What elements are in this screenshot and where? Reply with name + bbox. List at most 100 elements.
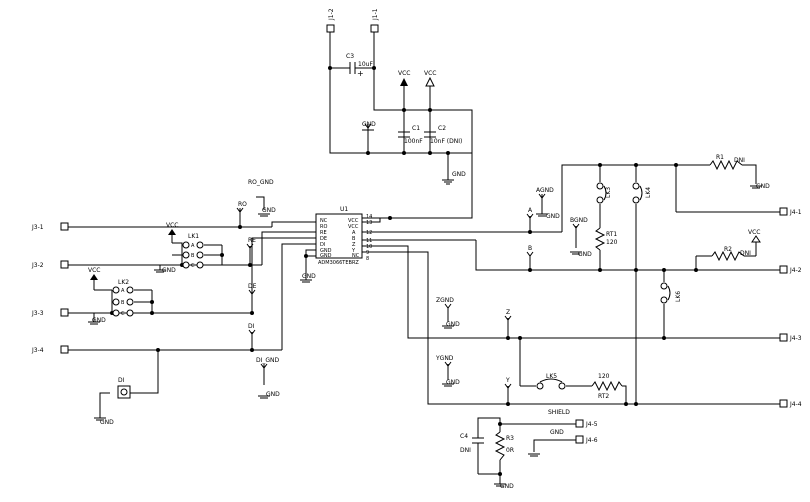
- ic-u1: U1 ADM3066TEBRZ NC RO RE DE DI GND GND V…: [315, 206, 372, 266]
- link-lk2: LK2 A B C: [112, 279, 134, 317]
- resistor-rt2: 120 RT2: [591, 373, 623, 400]
- svg-text:VCC: VCC: [348, 224, 359, 230]
- svg-text:AGND: AGND: [536, 187, 554, 194]
- svg-text:8: 8: [366, 256, 369, 262]
- svg-text:GND: GND: [756, 183, 770, 190]
- svg-text:VCC: VCC: [398, 70, 410, 77]
- wires: [68, 32, 780, 484]
- svg-text:10uF: 10uF: [358, 61, 373, 68]
- resistor-rt1: RT1 120: [594, 227, 618, 251]
- svg-text:A: A: [121, 288, 125, 294]
- svg-text:Z: Z: [506, 309, 510, 316]
- svg-text:+: +: [357, 69, 364, 78]
- svg-text:DE: DE: [320, 236, 327, 242]
- svg-text:100nF: 100nF: [404, 138, 423, 145]
- svg-text:GND: GND: [92, 317, 106, 324]
- label-j3-1: J3-1: [31, 224, 44, 231]
- svg-text:GND: GND: [266, 391, 280, 398]
- capacitor-c3: C3 10uF +: [344, 53, 373, 78]
- svg-text:LK2: LK2: [118, 279, 129, 286]
- svg-text:YGND: YGND: [435, 355, 454, 362]
- label-j4-6: J4-6: [585, 437, 598, 444]
- label-j4-2: J4-2: [789, 267, 802, 274]
- label-j4-3: J4-3: [789, 335, 802, 342]
- svg-text:GND: GND: [302, 273, 316, 280]
- svg-text:C: C: [191, 263, 195, 269]
- label-j3-4: J3-4: [31, 347, 44, 354]
- svg-text:RO: RO: [320, 224, 327, 230]
- svg-text:LK3: LK3: [605, 187, 612, 198]
- svg-text:GND: GND: [162, 267, 176, 274]
- svg-text:R3: R3: [506, 435, 514, 442]
- svg-text:C1: C1: [412, 125, 420, 132]
- svg-text:DI: DI: [248, 323, 255, 330]
- svg-text:DNI: DNI: [734, 157, 745, 164]
- label-j1-2: J1-2: [328, 8, 335, 21]
- svg-text:10nF (DNI): 10nF (DNI): [430, 138, 462, 145]
- label-j4-5: J4-5: [585, 421, 598, 428]
- svg-text:GND: GND: [320, 253, 332, 259]
- link-lk6: LK6: [660, 282, 682, 304]
- svg-text:10: 10: [366, 244, 372, 250]
- svg-text:Z: Z: [352, 242, 356, 248]
- svg-text:Y: Y: [351, 248, 356, 254]
- label-j4-1: J4-1: [789, 209, 802, 216]
- connector-labels: J1-2 J1-1 J3-1 J3-2 J3-3 J3-4 J4-1 J4-2 …: [31, 8, 802, 444]
- svg-text:R1: R1: [716, 154, 724, 161]
- resistor-r3: R3 0R: [494, 431, 514, 461]
- svg-text:RE: RE: [320, 230, 327, 236]
- svg-text:C4: C4: [460, 433, 468, 440]
- svg-text:B: B: [121, 300, 125, 306]
- svg-text:DNI: DNI: [740, 250, 751, 257]
- svg-text:VCC: VCC: [88, 267, 100, 274]
- label-j1-1: J1-1: [372, 8, 379, 21]
- svg-text:A: A: [528, 207, 533, 214]
- gnd-symbols: GND GND GND GND GND GND GND GND GND GND …: [88, 121, 770, 490]
- svg-text:ZGND: ZGND: [436, 297, 454, 304]
- svg-text:R2: R2: [724, 246, 732, 253]
- svg-text:GND: GND: [578, 251, 592, 258]
- svg-text:LK5: LK5: [546, 373, 557, 380]
- svg-text:9: 9: [366, 250, 369, 256]
- svg-text:NC: NC: [352, 253, 360, 259]
- label-j3-2: J3-2: [31, 262, 44, 269]
- svg-text:LK1: LK1: [188, 233, 199, 240]
- capacitor-c1: C1 100nF: [398, 110, 423, 153]
- svg-text:0R: 0R: [506, 447, 514, 454]
- capacitor-c2: C2 10nF (DNI): [424, 110, 462, 153]
- svg-text:13: 13: [366, 220, 372, 226]
- svg-text:GND: GND: [446, 379, 460, 386]
- svg-text:RT2: RT2: [598, 393, 609, 400]
- svg-text:DI: DI: [320, 242, 325, 248]
- svg-text:A: A: [191, 243, 195, 249]
- connector-pads: [60, 24, 788, 444]
- svg-text:A: A: [352, 230, 356, 236]
- svg-text:C: C: [121, 311, 125, 317]
- svg-text:NC: NC: [320, 218, 328, 224]
- link-lk3: LK3: [596, 182, 612, 204]
- svg-text:120: 120: [606, 239, 618, 246]
- svg-text:GND: GND: [100, 419, 114, 426]
- net-labels: RO_GND RO RE DE DI DI_GND AGND BGND ZGND…: [238, 179, 588, 416]
- net-arrows: [236, 123, 580, 389]
- svg-text:RT1: RT1: [606, 231, 617, 238]
- svg-text:B: B: [528, 245, 532, 252]
- svg-text:GND: GND: [550, 429, 564, 436]
- svg-text:BGND: BGND: [570, 217, 588, 224]
- svg-text:GND: GND: [546, 213, 560, 220]
- svg-text:LK4: LK4: [645, 187, 652, 198]
- resistor-r2: R2 DNI: [711, 246, 751, 262]
- svg-text:VCC: VCC: [748, 229, 760, 236]
- svg-text:VCC: VCC: [348, 218, 359, 224]
- link-lk1: LK1 A B C: [182, 233, 204, 269]
- svg-text:B: B: [191, 253, 195, 259]
- svg-text:C2: C2: [438, 125, 446, 132]
- svg-text:RO_GND: RO_GND: [248, 179, 274, 186]
- link-lk4: LK4: [632, 182, 652, 204]
- svg-text:14: 14: [366, 214, 372, 220]
- svg-text:C3: C3: [346, 53, 354, 60]
- svg-text:B: B: [352, 236, 356, 242]
- svg-text:DI_GND: DI_GND: [256, 357, 280, 364]
- svg-text:12: 12: [366, 230, 372, 236]
